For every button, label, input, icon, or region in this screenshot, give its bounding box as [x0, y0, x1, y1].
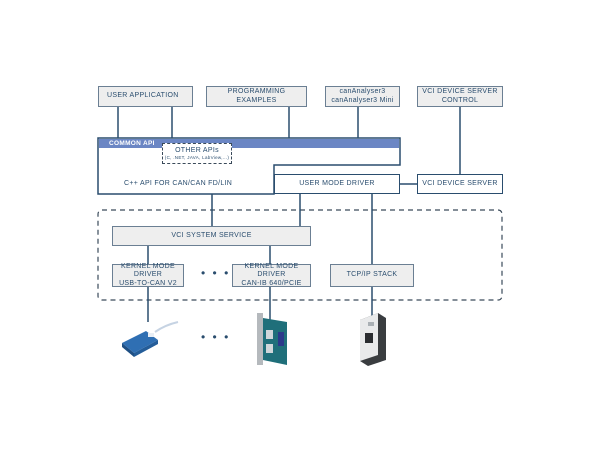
other-apis-box: OTHER APIs (C, .NET, JAVA, LabView,...) — [162, 143, 232, 164]
other-apis-label-2: (C, .NET, JAVA, LabView,...) — [164, 154, 230, 160]
programming-examples-box: PROGRAMMING EXAMPLES — [206, 86, 307, 107]
vci-device-server-control-box: VCI DEVICE SERVER CONTROL — [417, 86, 503, 107]
user-application-box: USER APPLICATION — [98, 86, 193, 107]
can-analyser-label-1: canAnalyser3 — [339, 88, 386, 96]
kmd-can-label-2: CAN-IB 640/PCIE — [241, 279, 302, 287]
kernel-mode-driver-can-box: KERNEL MODE DRIVER CAN-IB 640/PCIE — [232, 263, 311, 287]
kmd-usb-label-2: USB-TO-CAN V2 — [119, 279, 177, 287]
kmd-usb-label-1: KERNEL MODE DRIVER — [121, 263, 175, 279]
can-analyser-label-2: canAnalyser3 Mini — [331, 96, 394, 104]
common-api-label: COMMON API — [109, 140, 155, 147]
din-rail-device-server-icon — [360, 313, 386, 366]
programming-examples-label-2: EXAMPLES — [236, 96, 277, 104]
user-mode-driver-box: USER MODE DRIVER — [274, 174, 400, 194]
common-api-bar: COMMON API — [99, 139, 399, 148]
tcpip-stack-box: TCP/IP STACK — [330, 264, 414, 287]
more-drivers-ellipsis: • • • — [201, 266, 231, 280]
can-analyser-box: canAnalyser3 canAnalyser3 Mini — [325, 86, 400, 107]
vci-device-server-box: VCI DEVICE SERVER — [417, 174, 503, 194]
other-apis-label-1: OTHER APIs — [175, 146, 219, 154]
vci-device-server-control-label-1: VCI DEVICE SERVER — [422, 88, 498, 96]
usb-to-can-adapter-icon — [122, 321, 179, 357]
vci-system-service-label: VCI SYSTEM SERVICE — [171, 231, 252, 239]
user-application-label: USER APPLICATION — [107, 92, 179, 100]
tcpip-stack-label: TCP/IP STACK — [346, 271, 398, 279]
cpp-api-label: C++ API FOR CAN/CAN FD/LIN — [124, 180, 233, 187]
vci-system-service-box: VCI SYSTEM SERVICE — [112, 226, 311, 246]
pcie-can-card-icon — [257, 313, 287, 365]
more-devices-ellipsis: • • • — [201, 330, 231, 344]
programming-examples-label-1: PROGRAMMING — [227, 88, 286, 96]
vci-device-server-control-label-2: CONTROL — [441, 96, 479, 104]
vci-device-server-label: VCI DEVICE SERVER — [422, 179, 498, 187]
kmd-can-label-1: KERNEL MODE DRIVER — [244, 263, 299, 279]
user-mode-driver-label: USER MODE DRIVER — [299, 179, 375, 187]
kernel-mode-driver-usb-box: KERNEL MODE DRIVER USB-TO-CAN V2 — [112, 263, 184, 287]
